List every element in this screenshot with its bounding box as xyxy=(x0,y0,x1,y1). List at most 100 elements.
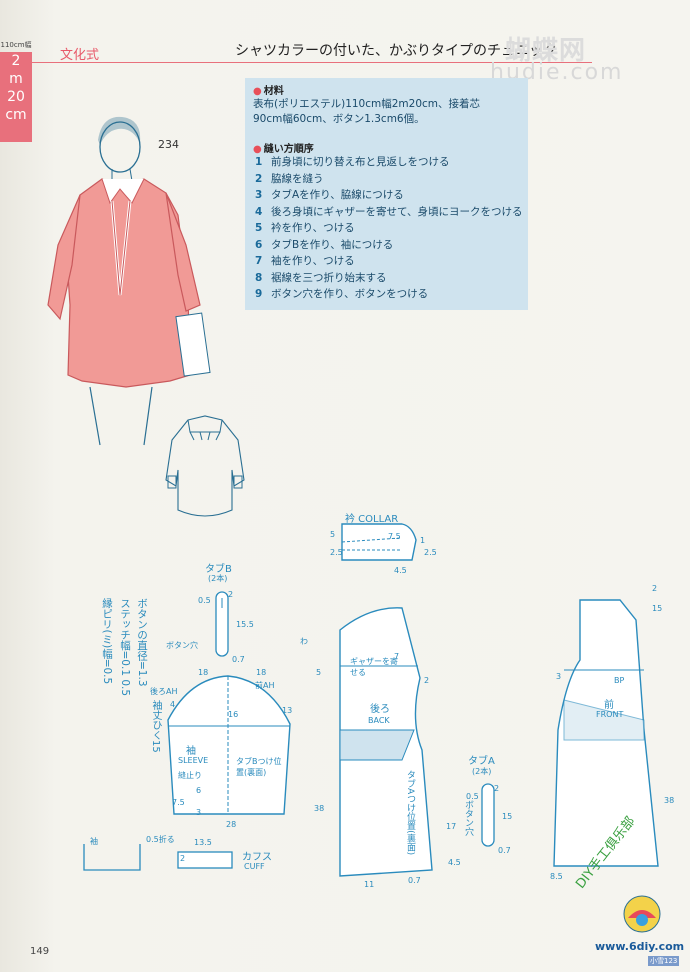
sleeve-tab-pos: タブBつけ位置(裏面) xyxy=(236,757,282,777)
cuff-sleeve-label: 袖 xyxy=(90,837,98,846)
back-dim: 7 xyxy=(394,652,400,661)
cuff-label: カフス xyxy=(242,852,272,863)
note-stitch-width: ステッチ幅=0.1 0.5 xyxy=(119,598,131,697)
yardage-digit: 2 xyxy=(11,53,21,69)
yardage-unit: m xyxy=(9,71,23,87)
cuff-dim: 2 xyxy=(180,854,186,863)
sleeve-front-ah: 前AH xyxy=(255,681,275,690)
model-number: 234 xyxy=(158,138,179,151)
sleeve-dim: 16 xyxy=(228,710,239,719)
back-dim: 11 xyxy=(364,880,375,889)
brand-label: 文化式 xyxy=(60,48,100,63)
front-dim: 8.5 xyxy=(550,872,563,881)
back-label: 後ろ xyxy=(370,704,390,715)
tab-b-label: タブB xyxy=(205,564,232,575)
tab-a-dim: 2 xyxy=(494,784,500,793)
tab-a-dim: 0.5 xyxy=(466,792,479,801)
front-bp: BP xyxy=(614,676,625,685)
tab-a-extra: 17 xyxy=(446,822,457,831)
tab-a-extra: 4.5 xyxy=(448,858,461,867)
tab-a-dim: 15 xyxy=(502,812,513,821)
collar-dim: 2.5 xyxy=(424,548,437,557)
tab-a-count: (2本) xyxy=(472,767,492,776)
page-number: 149 xyxy=(30,946,50,957)
page-title: シャツカラーの付いた、かぶりタイプのチュニック xyxy=(235,43,557,59)
info-box: ●材料 表布(ポリエステル)110cm幅2m20cm、接着芯 90cm幅60cm… xyxy=(245,78,528,310)
sleeve-length: 袖丈ひく15 xyxy=(150,700,161,753)
yardage-tab: 2 m 20 cm xyxy=(0,52,32,142)
back-fold: わ xyxy=(300,637,308,646)
model-illustration xyxy=(47,116,211,446)
collar-pattern xyxy=(341,523,417,561)
front-label-en: FRONT xyxy=(596,710,624,719)
sleeve-dim: 18 xyxy=(256,668,267,677)
back-gather: ギャザーを寄せる xyxy=(350,657,398,677)
sleeve-dim: 28 xyxy=(226,820,237,829)
collar-dim: 1 xyxy=(420,536,426,545)
back-view-illustration xyxy=(165,415,245,517)
tab-b-count: (2本) xyxy=(208,574,228,583)
tab-a-extra: 0.7 xyxy=(408,876,421,885)
materials-text-1: 表布(ポリエステル)110cm幅2m20cm、接着芯 xyxy=(253,98,481,110)
sewing-heading: ●縫い方順序 xyxy=(253,144,314,155)
sleeve-dim: 6 xyxy=(196,786,202,795)
note-edge-piping: 縁ピリ(ミ)幅=0.5 xyxy=(101,598,113,685)
sleeve-back-ah: 後ろAH xyxy=(150,687,178,696)
tab-b-pattern xyxy=(215,591,229,657)
tab-b-buttonhole: ボタン穴 xyxy=(166,641,198,650)
front-dim: 15 xyxy=(652,604,663,613)
collar-dim: 2.5 xyxy=(330,548,343,557)
back-dim: 2 xyxy=(424,676,430,685)
front-pattern xyxy=(553,599,659,867)
sleeve-label-en: SLEEVE xyxy=(178,756,209,765)
tab-a-pattern xyxy=(481,783,495,847)
cuff-dim: 13.5 xyxy=(194,838,212,847)
front-dim: 3 xyxy=(556,672,562,681)
front-label: 前 xyxy=(604,700,614,711)
back-pattern xyxy=(339,607,433,877)
collar-label: 衿 COLLAR xyxy=(345,514,399,525)
cuff-sleeve-piece xyxy=(83,844,141,871)
size-note: 110cm幅 xyxy=(0,41,32,49)
collar-dim: 7.5 xyxy=(388,532,401,541)
yardage-digit: 20 xyxy=(7,89,25,105)
sleeve-dim: 7.5 xyxy=(172,798,185,807)
cuff-pattern xyxy=(177,851,233,869)
tab-a-label: タブA xyxy=(468,756,495,767)
back-dim: 5 xyxy=(316,668,322,677)
front-dim: 2 xyxy=(652,584,658,593)
sleeve-dim: 3 xyxy=(196,808,202,817)
sleeve-dim: 4 xyxy=(170,700,176,709)
tab-a-buttonhole: ボタン穴 xyxy=(463,800,473,836)
note-button-diameter: ボタンの直径=1.3 xyxy=(136,598,148,687)
sleeve-pattern xyxy=(167,675,291,815)
tab-b-dim: 15.5 xyxy=(236,620,254,629)
tab-a-pos: タブAつけ位置(裏面) xyxy=(405,770,415,856)
back-label-en: BACK xyxy=(368,716,390,725)
tab-a-dim: 0.7 xyxy=(498,846,511,855)
yardage-unit: cm xyxy=(5,107,27,123)
back-dim: 38 xyxy=(314,804,325,813)
tab-b-dim: 2 xyxy=(228,590,234,599)
watermark-cn: 蝴蝶网 xyxy=(505,36,587,66)
sleeve-label: 袖 xyxy=(186,746,196,757)
materials-text-2: 90cm幅60cm、ボタン1.3cm6個。 xyxy=(253,113,425,125)
cuff-label-en: CUFF xyxy=(244,862,265,871)
tab-b-dim: 0.5 xyxy=(198,596,211,605)
materials-heading: ●材料 xyxy=(253,86,284,97)
sleeve-dim: 18 xyxy=(198,668,209,677)
collar-dim: 4.5 xyxy=(394,566,407,575)
cuff-fold: 0.5折る xyxy=(146,835,175,844)
front-dim: 38 xyxy=(664,796,675,805)
